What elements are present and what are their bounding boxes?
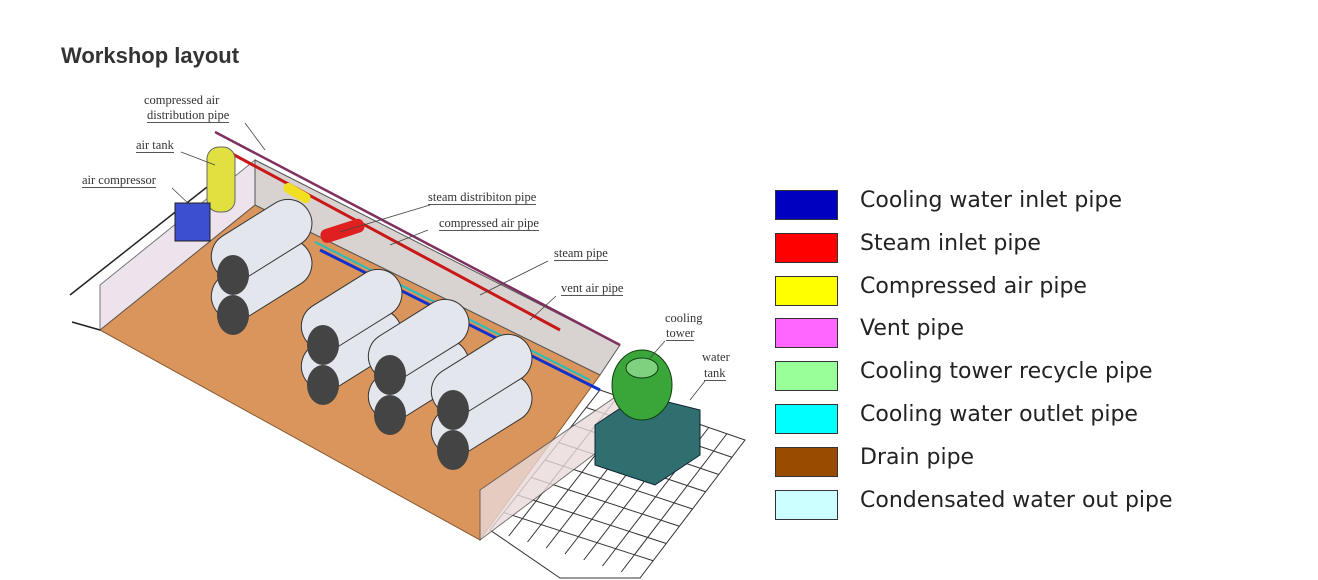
retort-vessel bbox=[430, 333, 533, 430]
legend-label: Cooling tower recycle pipe bbox=[860, 359, 1153, 385]
retort-vessel bbox=[300, 268, 403, 365]
air-compressor bbox=[174, 202, 211, 242]
vent-pipe bbox=[214, 130, 621, 347]
legend-swatch bbox=[775, 489, 838, 520]
label-cooling-tower-2: tower bbox=[666, 326, 695, 341]
legend-swatch bbox=[775, 318, 838, 349]
steam-pipe bbox=[224, 148, 561, 332]
label-water-tank-2: tank bbox=[704, 366, 726, 381]
legend-label: Cooling water inlet pipe bbox=[860, 188, 1122, 213]
label-compressed-air-distribution-2: distribution pipe bbox=[147, 108, 230, 123]
air-tank bbox=[206, 146, 236, 213]
label-compressed-air-distribution: compressed air bbox=[144, 93, 220, 107]
legend-swatch bbox=[775, 190, 838, 220]
legend-swatch bbox=[775, 361, 838, 392]
legend-label: Compressed air pipe bbox=[860, 273, 1087, 299]
label-air-compressor: air compressor bbox=[82, 173, 156, 188]
label-water-tank: water bbox=[702, 350, 730, 364]
legend-swatch bbox=[775, 403, 838, 434]
legend-label: Drain pipe bbox=[860, 444, 975, 470]
legend-label: Cooling water outlet pipe bbox=[860, 401, 1138, 427]
retort-vessel bbox=[210, 198, 313, 295]
label-cooling-tower: cooling bbox=[665, 311, 703, 325]
legend-swatch bbox=[775, 232, 838, 263]
retort-vessel bbox=[210, 238, 313, 335]
page-title: Workshop layout bbox=[61, 43, 240, 68]
label-compressed-air-pipe: compressed air pipe bbox=[439, 216, 539, 231]
legend-label: Condensated water out pipe bbox=[860, 487, 1173, 513]
label-vent-air-pipe: vent air pipe bbox=[561, 281, 624, 296]
legend-swatch bbox=[775, 446, 838, 477]
legend-swatch bbox=[775, 275, 838, 306]
retort-tanks bbox=[210, 198, 533, 470]
air-distributor bbox=[283, 183, 311, 203]
label-air-tank: air tank bbox=[136, 138, 174, 153]
label-steam-distribution-pipe: steam distribiton pipe bbox=[428, 190, 537, 205]
legend-label: Steam inlet pipe bbox=[860, 230, 1041, 256]
label-steam-pipe: steam pipe bbox=[554, 246, 608, 261]
retort-vessel bbox=[367, 298, 470, 395]
legend-label: Vent pipe bbox=[860, 316, 965, 342]
